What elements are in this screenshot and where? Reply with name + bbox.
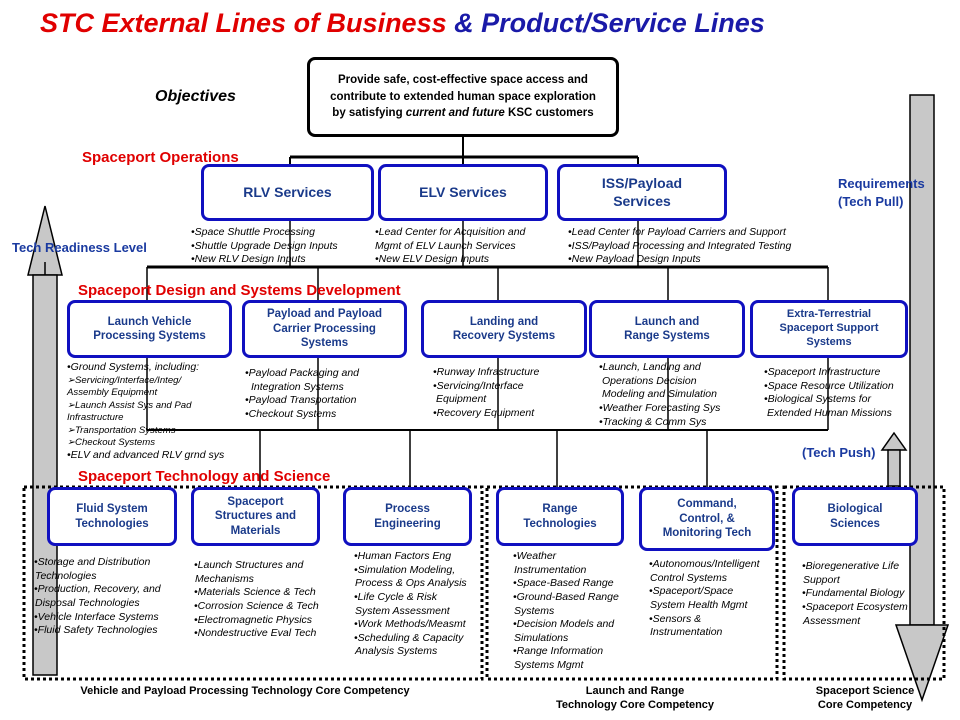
range-technologies-box: Range Technologies	[496, 487, 624, 546]
requirements-arrow-head	[894, 624, 950, 703]
fluid-system-technologies-box: Fluid System Technologies	[47, 487, 177, 546]
iss-payload-services-box: ISS/Payload Services	[557, 164, 727, 221]
landing-recovery-list: •Runway Infrastructure•Servicing/Interfa…	[433, 366, 540, 419]
objective-line2: contribute to extended human space explo…	[330, 90, 596, 103]
launch-range-systems-box: Launch and Range Systems	[589, 300, 745, 358]
extra-terrestrial-list: •Spaceport Infrastructure•Space Resource…	[764, 366, 894, 419]
iss-services-list: •Lead Center for Payload Carriers and Su…	[568, 226, 792, 266]
process-engineering-box: Process Engineering	[343, 487, 472, 546]
payload-carrier-processing-box: Payload and Payload Carrier Processing S…	[242, 300, 407, 358]
requirements-arrow-shaft	[909, 94, 935, 626]
title-part1: STC External Lines of Business	[40, 8, 447, 38]
extra-terrestrial-box: Extra-Terrestrial Spaceport Support Syst…	[750, 300, 908, 358]
tech-push-arrow-shaft	[887, 449, 901, 487]
launch-vehicle-processing-box: Launch Vehicle Processing Systems	[67, 300, 232, 358]
vehicle-competency-label: Vehicle and Payload Processing Technolog…	[80, 685, 410, 697]
tech-readiness-arrow	[43, 202, 78, 205]
tech-readiness-arrow-shaft	[32, 274, 58, 676]
biological-sciences-box: Biological Sciences	[792, 487, 918, 546]
process-engineering-list: •Human Factors Eng•Simulation Modeling,P…	[354, 550, 467, 658]
tech-push-arrow-head	[880, 431, 908, 451]
objective-box: Provide safe, cost-effective space acces…	[307, 57, 619, 137]
objective-line1: Provide safe, cost-effective space acces…	[338, 73, 588, 86]
section-design: Spaceport Design and Systems Development	[78, 282, 401, 299]
tech-push-label: (Tech Push)	[802, 445, 876, 460]
section-ops: Spaceport Operations	[82, 149, 239, 166]
title-amp: &	[446, 8, 482, 38]
objectives-label: Objectives	[155, 88, 236, 105]
rlv-services-box: RLV Services	[201, 164, 374, 221]
landing-recovery-box: Landing and Recovery Systems	[421, 300, 587, 358]
objective-line3: by satisfying current and future KSC cus…	[332, 107, 594, 120]
page-title: STC External Lines of Business & Product…	[40, 8, 765, 39]
section-tech: Spaceport Technology and Science	[78, 468, 331, 485]
launch-vehicle-list: •Ground Systems, including: ➢Servicing/I…	[67, 361, 225, 462]
rlv-services-list: •Space Shuttle Processing•Shuttle Upgrad…	[191, 226, 338, 266]
science-competency-label: Spaceport Science Core Competency	[815, 685, 915, 712]
elv-services-box: ELV Services	[378, 164, 548, 221]
launch-competency-frame	[485, 485, 779, 681]
tech-readiness-label: Tech Readiness Level	[12, 240, 147, 255]
requirements-label: Requirements (Tech Pull)	[838, 176, 925, 209]
spaceport-structures-box: Spaceport Structures and Materials	[191, 487, 320, 546]
command-control-monitoring-box: Command, Control, & Monitoring Tech	[639, 487, 775, 551]
title-part2: Product/Service Lines	[481, 8, 765, 38]
launch-competency-label: Launch and Range Technology Core Compete…	[555, 685, 715, 712]
